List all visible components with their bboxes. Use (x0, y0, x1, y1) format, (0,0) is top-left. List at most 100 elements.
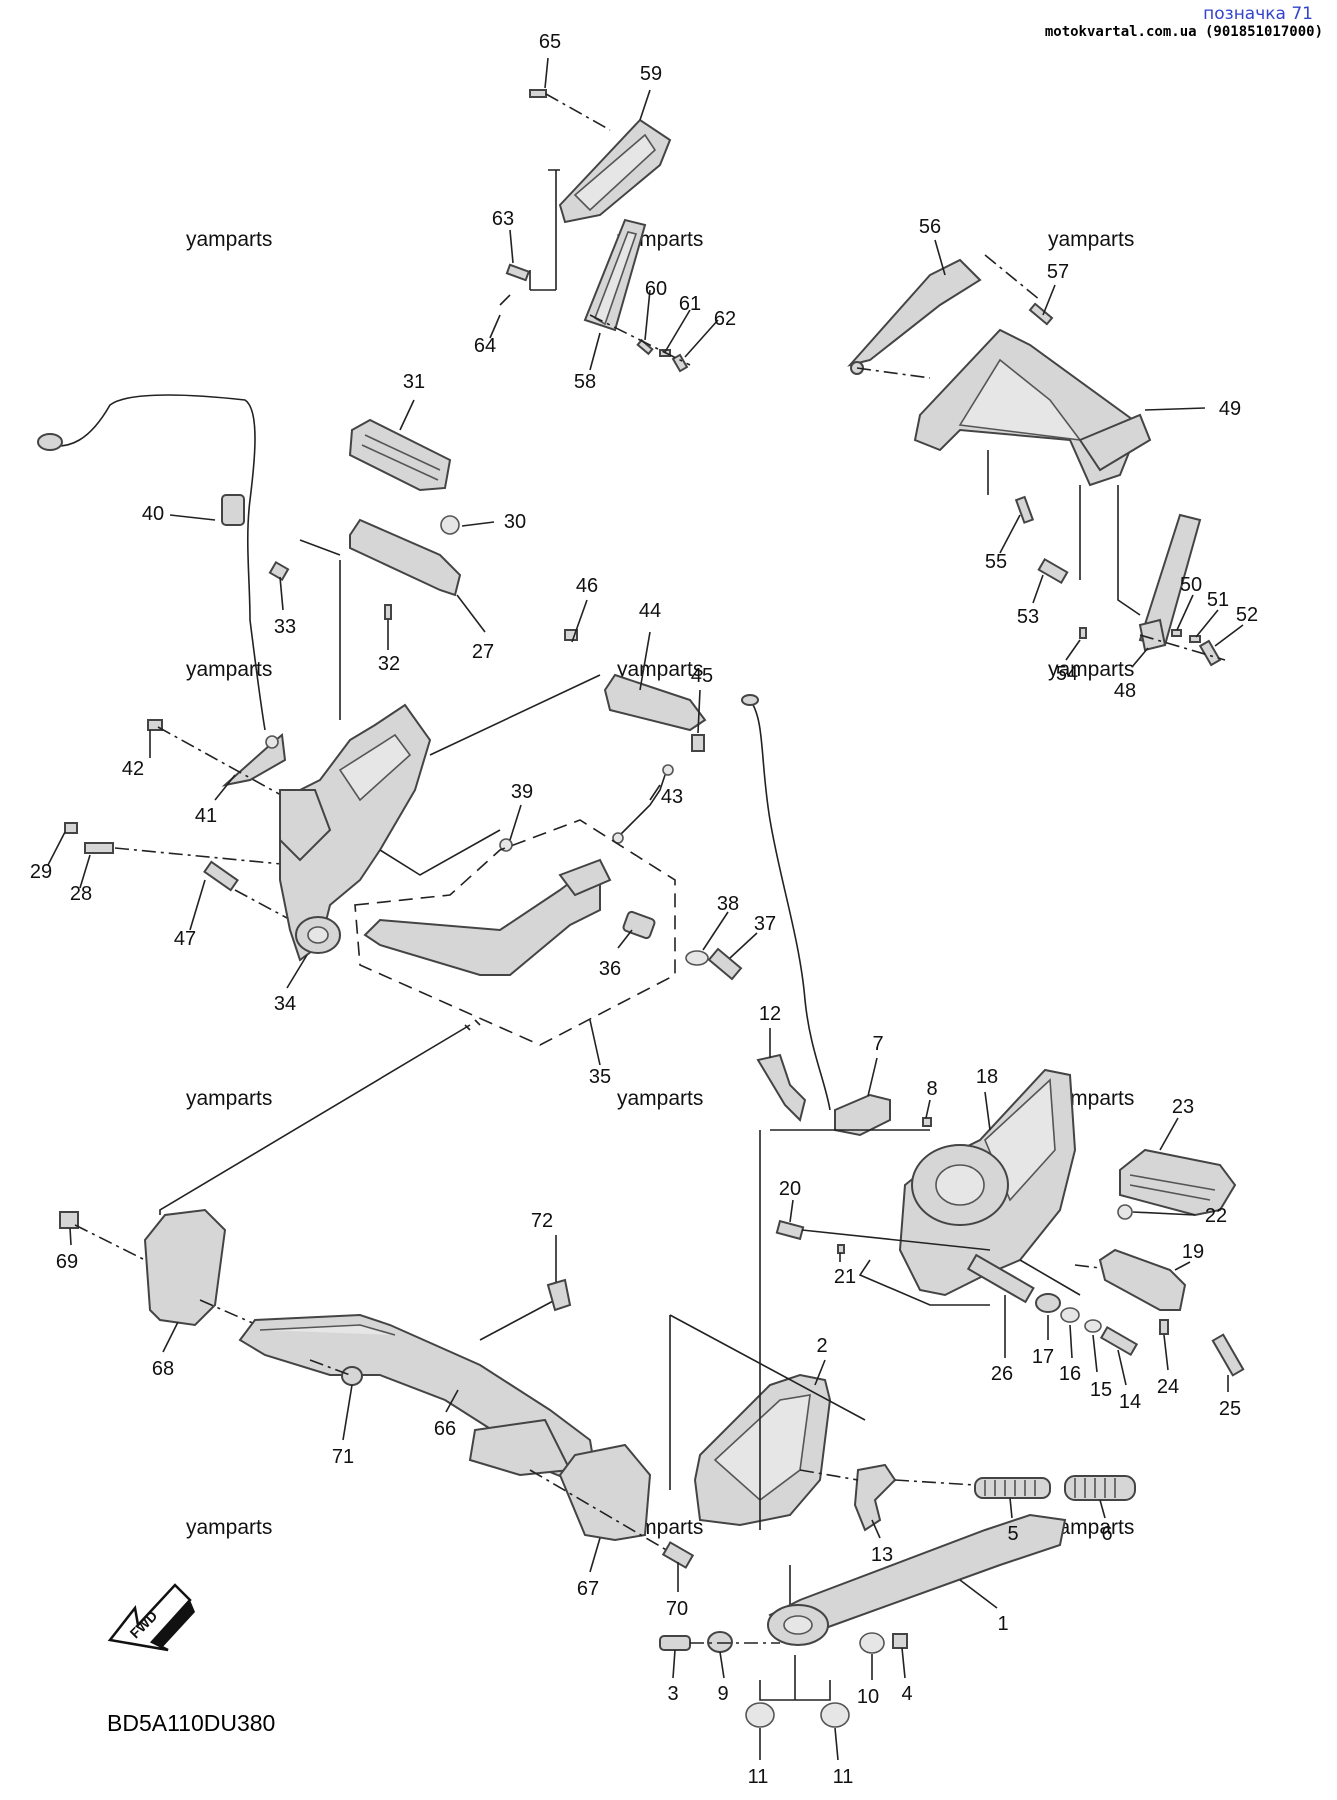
clip-29 (64, 822, 78, 834)
diagram-code: BD5A110DU380 (107, 1710, 276, 1736)
callout: 31 (403, 371, 425, 393)
watermark: yamparts (186, 1516, 273, 1539)
brake-lever-1 (767, 1513, 1067, 1646)
bolt-47 (203, 860, 239, 892)
callout: 23 (1172, 1096, 1194, 1118)
callout-numbers: 65 59 63 64 58 60 61 62 56 57 49 55 53 5… (30, 31, 1258, 1788)
footrest-bracket-44 (603, 673, 707, 732)
callout: 68 (152, 1358, 174, 1380)
callout: 37 (754, 913, 776, 935)
callout: 59 (640, 63, 662, 85)
watermark: yamparts (617, 658, 704, 681)
watermark: yamparts (186, 228, 273, 251)
spring-cover-6 (1064, 1475, 1136, 1501)
callout: 14 (1119, 1391, 1141, 1413)
washer-51 (1189, 635, 1201, 643)
callout: 33 (274, 616, 296, 638)
callout: 20 (779, 1178, 801, 1200)
guard-2 (693, 1373, 832, 1527)
callout: 41 (195, 805, 217, 827)
callout: 60 (645, 278, 667, 300)
callout: 38 (717, 893, 739, 915)
clip-30 (440, 515, 460, 535)
clip-50 (1171, 629, 1182, 637)
bolt-33 (268, 560, 290, 582)
header-source: motokvartal.com.ua (901851017000) (1044, 24, 1323, 40)
callout: 63 (492, 208, 514, 230)
header-label[interactable]: позначка 71 (1203, 4, 1313, 24)
callout: 9 (717, 1683, 728, 1705)
callout: 5 (1007, 1523, 1018, 1545)
callout: 69 (56, 1251, 78, 1273)
callout: 27 (472, 641, 494, 663)
washer-11a (745, 1702, 775, 1728)
callout: 3 (667, 1683, 678, 1705)
watermark: yamparts (1048, 228, 1135, 251)
bolt-3 (659, 1635, 691, 1651)
footrest-19 (1098, 1248, 1187, 1311)
brake-pedal-35 (354, 819, 676, 1046)
rear-footrest-bracket-49 (913, 328, 1152, 487)
clip-24 (1159, 1319, 1169, 1335)
clip-46 (564, 629, 578, 641)
pin-53 (1037, 557, 1069, 585)
callout: 17 (1032, 1346, 1054, 1368)
screw-8 (922, 1117, 932, 1127)
callout: 61 (679, 293, 701, 315)
pin-63 (505, 263, 531, 282)
bolt-57 (1028, 302, 1054, 326)
washer-11b (820, 1702, 850, 1728)
callout: 2 (816, 1335, 827, 1357)
pin-52 (1198, 639, 1222, 667)
bolt-28 (84, 842, 114, 854)
bolt-14 (1099, 1325, 1139, 1357)
footrest-23 (1119, 1148, 1237, 1217)
callout: 45 (691, 665, 713, 687)
pin-25 (1211, 1333, 1245, 1377)
callout: 7 (872, 1033, 883, 1055)
callout: 66 (434, 1418, 456, 1440)
callout: 13 (871, 1544, 893, 1566)
pin-62 (671, 353, 689, 373)
callout: 10 (857, 1686, 879, 1708)
clip-22 (1117, 1204, 1133, 1220)
callout: 46 (576, 575, 598, 597)
brake-cable (749, 699, 831, 1111)
callout: 54 (1056, 663, 1078, 685)
rear-brake-switch-cable-40 (37, 394, 266, 731)
bolt-69 (59, 1211, 79, 1229)
clip-60 (636, 338, 654, 356)
clamp-12 (756, 1053, 807, 1122)
callout: 43 (661, 786, 683, 808)
main-footrest-bracket-34 (279, 703, 432, 962)
bolt-37 (707, 947, 743, 981)
callout: 65 (539, 31, 561, 53)
callout: 47 (174, 928, 196, 950)
callout: 30 (504, 511, 526, 533)
right-footrest-bracket-18 (898, 1068, 1077, 1297)
callout: 64 (474, 335, 496, 357)
footrest-48 (1138, 513, 1202, 652)
callout: 36 (599, 958, 621, 980)
reservoir-7 (834, 1093, 891, 1137)
washer-16 (1060, 1307, 1080, 1323)
collar-17 (1035, 1293, 1061, 1313)
callout: 58 (574, 371, 596, 393)
nut-71 (341, 1366, 363, 1386)
passenger-footrest-58 (583, 218, 647, 332)
watermark: yamparts (1048, 658, 1135, 681)
pin-32 (384, 604, 392, 620)
bolt-42 (147, 719, 163, 731)
clip-21 (837, 1244, 845, 1254)
plate-68 (143, 1208, 227, 1327)
cable-end (741, 694, 759, 706)
washer-38 (685, 950, 709, 966)
callout: 57 (1047, 261, 1069, 283)
callout: 32 (378, 653, 400, 675)
callout: 11 (748, 1766, 769, 1788)
footrest-31 (348, 418, 452, 492)
callout: 42 (122, 758, 144, 780)
callout: 1 (997, 1613, 1008, 1635)
callout: 55 (985, 551, 1007, 573)
